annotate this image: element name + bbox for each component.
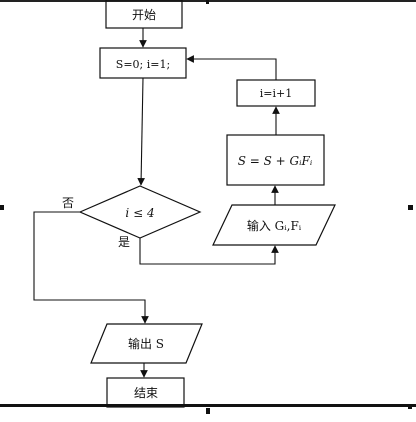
output-label: 输出 S	[128, 336, 164, 351]
condition-label: i ≤ 4	[125, 206, 154, 220]
corner-mark	[408, 405, 412, 409]
left-margin-mark	[0, 205, 4, 210]
arrow-no-to-output	[33, 211, 149, 324]
init-label: S=0; i=1;	[116, 58, 170, 71]
start-box	[105, 0, 183, 29]
right-margin-mark	[408, 205, 413, 210]
arrow-increment-to-init	[186, 55, 277, 80]
increment-label: i=i+1	[260, 87, 292, 100]
output-parallelogram	[90, 323, 203, 364]
top-margin-mark	[206, 0, 209, 4]
bottom-scan-edge	[0, 404, 416, 407]
no-branch-label: 否	[62, 196, 74, 210]
yes-branch-label: 是	[118, 235, 130, 249]
input-label: 输入 Gᵢ,Fᵢ	[247, 218, 302, 233]
end-box	[106, 377, 185, 408]
end-label: 结束	[134, 386, 158, 400]
arrow-yes-to-input	[139, 238, 279, 265]
input-parallelogram	[212, 204, 336, 246]
accumulate-label: S = S + GᵢFᵢ	[238, 154, 313, 168]
bottom-margin-mark	[206, 408, 210, 414]
start-label: 开始	[132, 8, 156, 22]
condition-diamond	[78, 185, 202, 239]
arrow-init-to-condition	[137, 77, 145, 186]
